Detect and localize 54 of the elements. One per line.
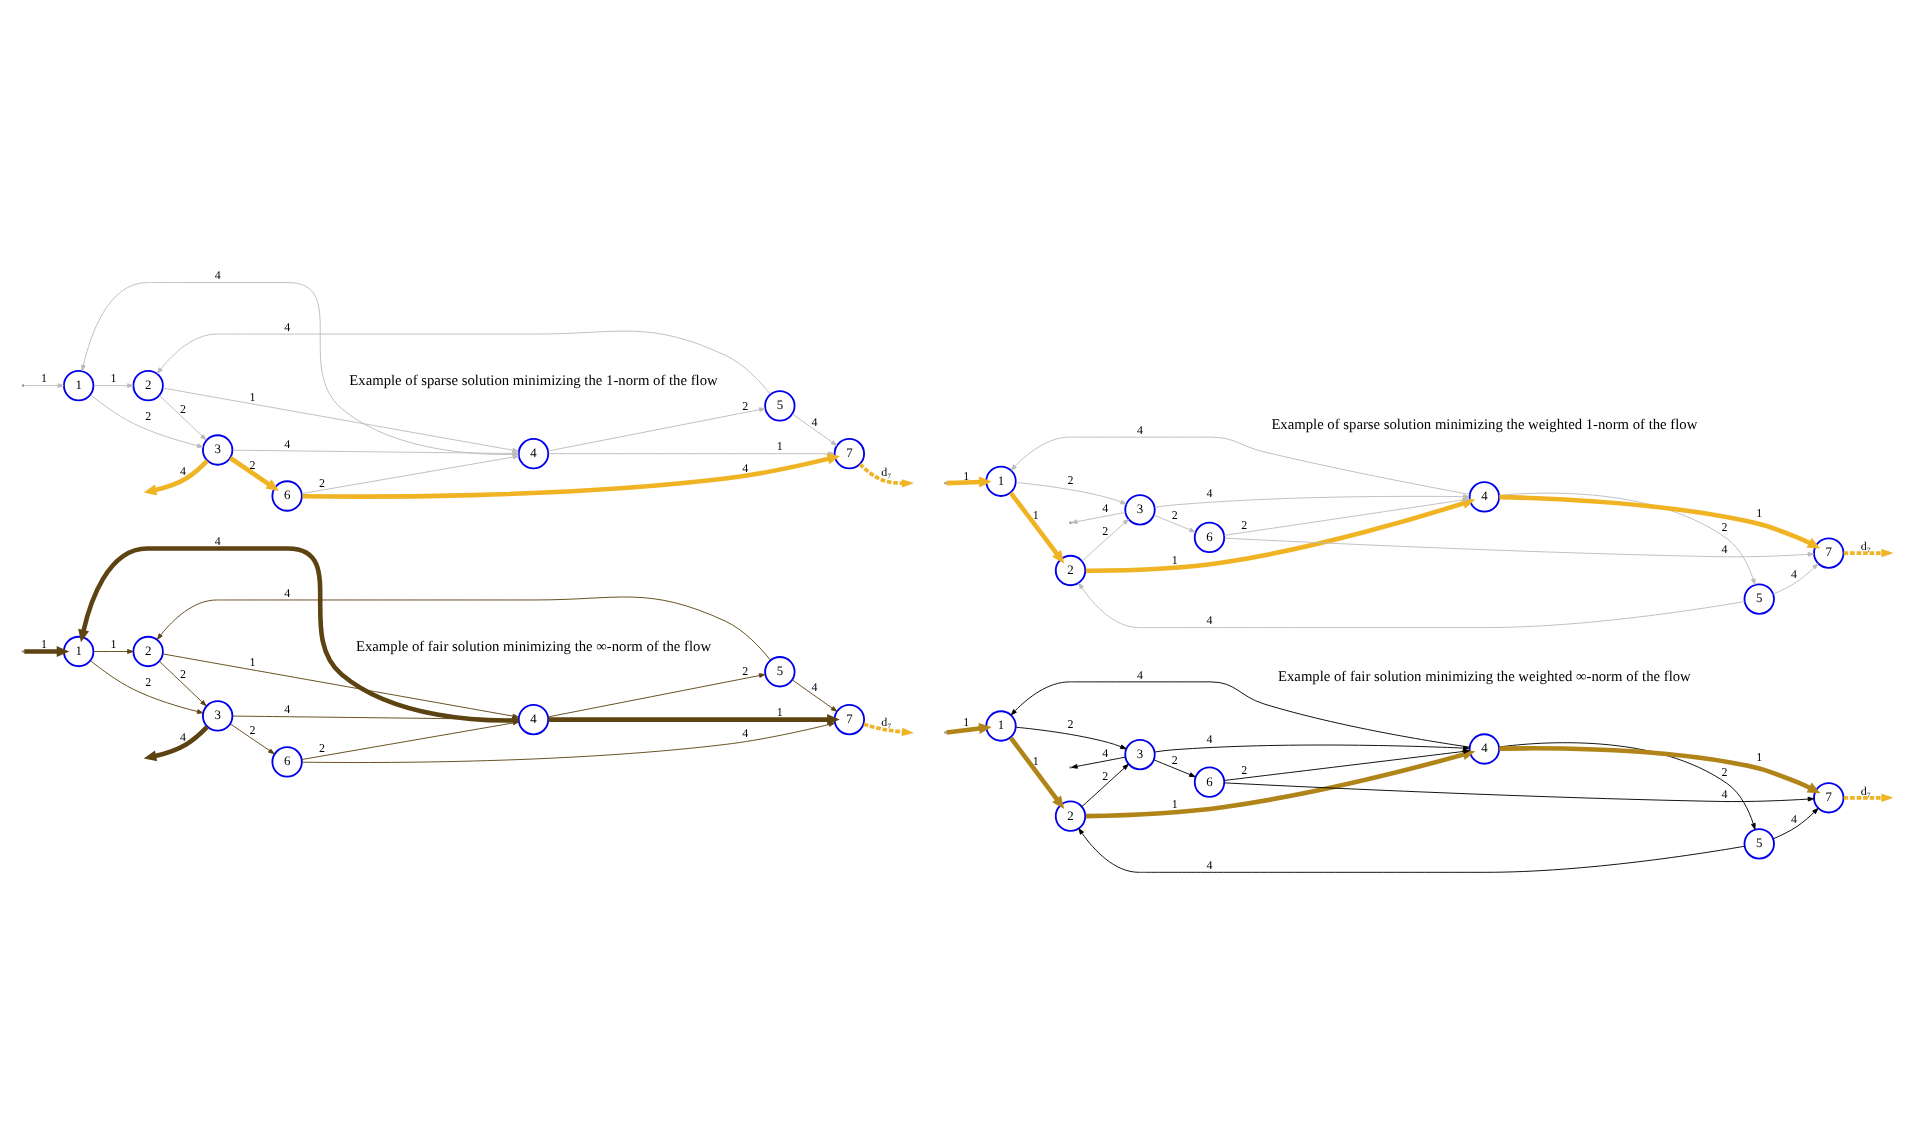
arrow: [1081, 517, 1129, 561]
arrow: [946, 475, 992, 487]
arrow: [946, 722, 992, 734]
arrow: [159, 394, 207, 440]
arrow: [1071, 755, 1126, 768]
arrow: [1153, 513, 1196, 532]
arrow: [1008, 735, 1065, 808]
arrow: [301, 719, 520, 759]
arrow: [162, 386, 519, 452]
arrow: [1085, 497, 1476, 572]
label: Example of sparse solution minimizing the 1-norm of the flow: [349, 370, 718, 389]
arrow: [1078, 827, 1745, 872]
arrow: [1154, 493, 1470, 507]
arrow: [1010, 435, 1470, 494]
arrow: [1153, 758, 1196, 777]
arrow: [1085, 748, 1476, 818]
arrow: [301, 453, 520, 493]
arrow: [93, 648, 134, 653]
arrow: [90, 393, 204, 447]
arrow: [792, 412, 838, 445]
arrow: [1224, 781, 1815, 802]
arrow: [1010, 680, 1470, 747]
arrow: [1499, 745, 1821, 793]
arrow: [229, 722, 275, 754]
arrow: [1081, 762, 1129, 806]
arrow: [1008, 490, 1065, 563]
arrow: [1015, 725, 1127, 749]
arrow: [1078, 581, 1745, 628]
arrow: [548, 713, 840, 725]
arrow: [1772, 806, 1819, 839]
arrow: [1499, 491, 1756, 584]
arrow: [1015, 481, 1127, 504]
arrow: [1499, 493, 1821, 548]
arrow: [1071, 511, 1126, 523]
arrow: [93, 382, 134, 387]
arrow: [162, 652, 519, 718]
arrow: [1223, 496, 1470, 535]
arrow: [90, 659, 204, 713]
arrow: [302, 721, 835, 762]
arrow: [24, 644, 70, 657]
arrow: [229, 455, 279, 490]
arrow: [792, 678, 838, 711]
arrow: [1772, 562, 1819, 594]
label: Example of fair solution minimizing the ∞-norm of the flow: [355, 636, 712, 655]
arrow: [156, 329, 771, 394]
arrow: [547, 672, 766, 717]
arrow: [159, 660, 207, 706]
arrow: [1224, 748, 1470, 780]
label: Example of fair solution minimizing the weighted ∞-norm of the flow: [1278, 665, 1691, 684]
arrow: [547, 406, 766, 451]
arrow: [156, 595, 771, 660]
arrow: [1224, 536, 1815, 557]
label: Example of sparse solution minimizing the weighted 1-norm of the flow: [1271, 413, 1698, 432]
arrow: [23, 382, 65, 387]
